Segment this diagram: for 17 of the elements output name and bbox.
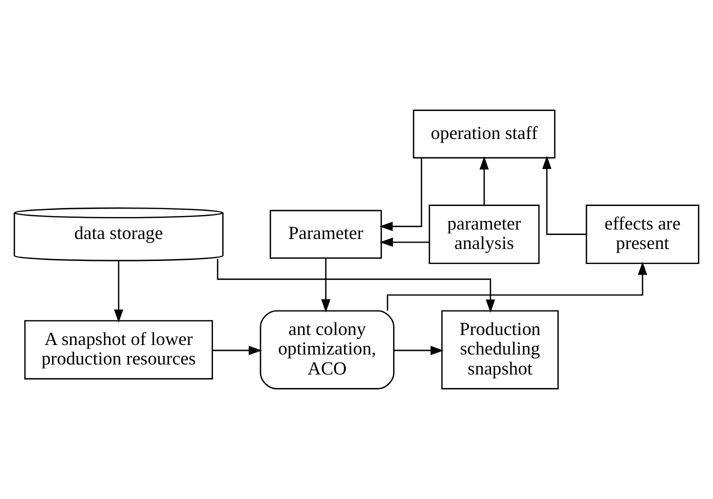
- arrow: [114, 261, 124, 323]
- node-box: Parameter: [270, 210, 382, 259]
- node-box: A snapshot of lower production resources: [24, 320, 213, 380]
- node-box: effects are present: [586, 204, 700, 264]
- arrow: [216, 258, 496, 313]
- node-box: Production scheduling snapshot: [441, 310, 559, 390]
- node-box: parameter analysis: [428, 204, 540, 264]
- arrow: [394, 346, 444, 356]
- arrow: [212, 346, 262, 356]
- arrow: [379, 158, 422, 232]
- arrow: [380, 238, 430, 247]
- node-box: operation staff: [412, 110, 556, 158]
- arrow: [542, 156, 586, 235]
- arrow: [321, 258, 330, 312]
- arrow: [480, 156, 489, 205]
- arrow: [386, 262, 648, 311]
- node-box: ant colony optimization, ACO: [260, 310, 394, 390]
